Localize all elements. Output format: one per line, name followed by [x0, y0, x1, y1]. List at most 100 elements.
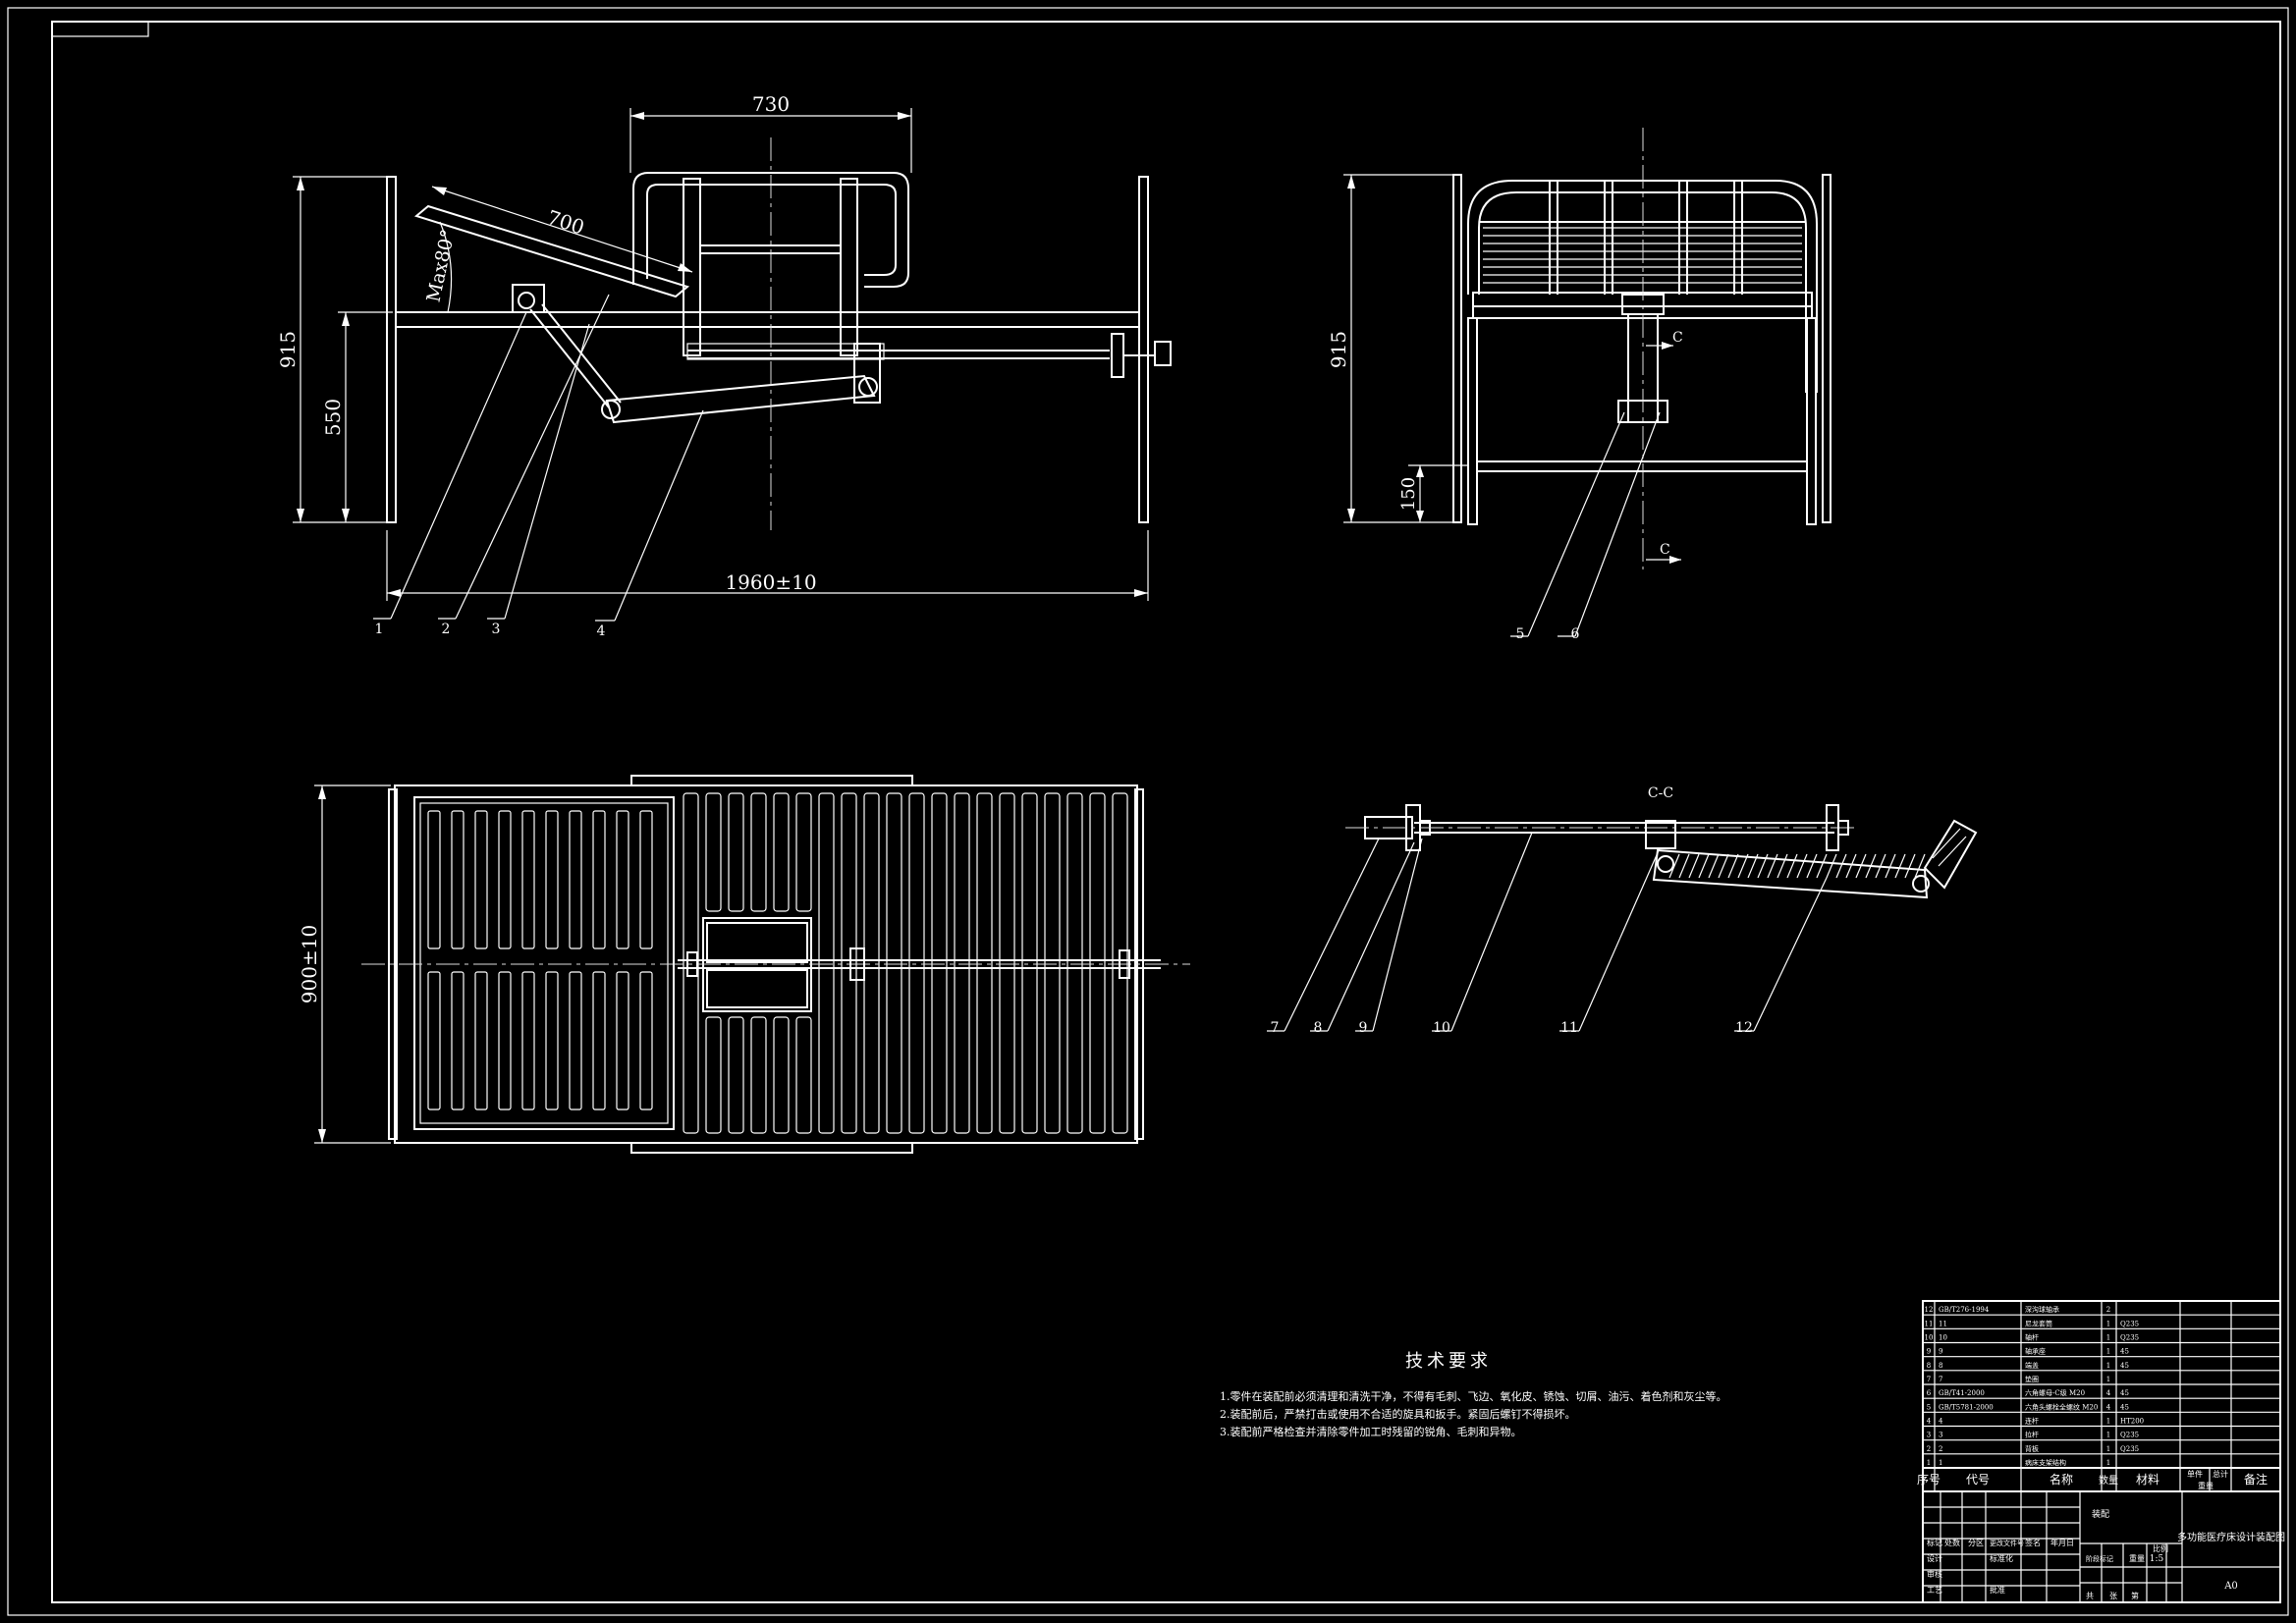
tb-label: 装配: [2092, 1508, 2109, 1520]
leader-sec-7: 7: [1271, 1020, 1280, 1036]
front-view: 730 700 Max80° 915 550 1960±10 1: [276, 92, 1172, 639]
bom-cell: Q235: [2120, 1445, 2139, 1453]
dim-width-top: 730: [752, 92, 790, 116]
bom-cell: GB/T276-1994: [1939, 1306, 1990, 1314]
bom-cell: 12: [1925, 1306, 1934, 1314]
bom-cell: Q235: [2120, 1432, 2139, 1439]
section-title: C-C: [1648, 785, 1673, 801]
tech-title: 技术要求: [1405, 1351, 1492, 1372]
side-view: C C 915 150 5 6: [1327, 128, 1831, 642]
top-slots-left: [427, 810, 653, 1110]
bom-cell: GB/T5781-2000: [1939, 1403, 1994, 1411]
sheet-outer-border: [7, 7, 2289, 1616]
bom-cell: 六角螺母-C级 M20: [2025, 1388, 2085, 1397]
tb-lbl-total: 共: [2086, 1592, 2094, 1600]
bom-cell: 1: [2106, 1459, 2110, 1467]
corner-stamp-box: [51, 21, 149, 37]
bom-h-unit: 单件: [2187, 1469, 2203, 1479]
bom-cell: 45: [2120, 1389, 2129, 1397]
tb-drawing-title: 多功能医疗床设计装配图: [2177, 1531, 2285, 1543]
leader-sec-11: 11: [1560, 1020, 1578, 1036]
leader-sec-9: 9: [1359, 1020, 1368, 1036]
bom-cell: 4: [2106, 1403, 2111, 1411]
top-dim-width: 900±10: [298, 925, 321, 1003]
bom-cell: 11: [1925, 1320, 1934, 1327]
tb-sheet: A0: [2223, 1581, 2238, 1592]
bom-h-qty: 数量: [2099, 1474, 2118, 1487]
tb-lbl-count: 处数: [1944, 1538, 1960, 1547]
bom-cell: 45: [2120, 1362, 2129, 1370]
bom-cell: 9: [1939, 1348, 1942, 1356]
bom-cell: 1: [2106, 1362, 2110, 1370]
bom-cell: Q235: [2120, 1320, 2139, 1327]
bom-cell: 1: [2106, 1445, 2110, 1453]
bom-cell: 2: [1927, 1445, 1931, 1453]
leader-sec-8: 8: [1314, 1020, 1323, 1036]
bom-h-no: 序号: [1917, 1472, 1941, 1487]
leader-sec-10: 10: [1433, 1020, 1450, 1036]
leader-side-5: 5: [1516, 626, 1525, 642]
tb-lbl-approve: 批准: [1990, 1585, 2005, 1595]
leader-front-4: 4: [597, 623, 606, 639]
bom-cell: 六角头螺栓全螺纹 M20: [2025, 1402, 2098, 1411]
bom-h-material: 材料: [2136, 1473, 2159, 1487]
bom-cell: 3: [1939, 1432, 1942, 1439]
top-view: 900±10: [298, 775, 1190, 1154]
bom-cell: 5: [1927, 1403, 1931, 1411]
bom-cell: 深沟球轴承: [2025, 1305, 2059, 1314]
bom-cell: HT200: [2120, 1418, 2144, 1426]
bom-cell: 8: [1939, 1362, 1942, 1370]
tb-scale: 1:5: [2150, 1554, 2164, 1564]
bom-cell: 4: [1927, 1418, 1932, 1426]
bom-cell: 3: [1927, 1432, 1931, 1439]
bom-cell: 1: [1939, 1459, 1942, 1467]
bom-cell: 9: [1927, 1348, 1931, 1356]
bom-h-remark: 备注: [2244, 1472, 2268, 1487]
tb-lbl-zone: 分区: [1968, 1539, 1984, 1547]
bom-h-name: 名称: [2050, 1472, 2073, 1487]
tb-lbl-scale: 比例: [2153, 1543, 2168, 1553]
tb-lbl-design: 设计: [1927, 1553, 1942, 1563]
bom-cell: 10: [1939, 1334, 1947, 1342]
sheet-inner-border: [51, 21, 2281, 1603]
bom-cell: 病床支架结构: [2025, 1458, 2066, 1467]
tb-lbl-change: 更改文件号: [1990, 1539, 2024, 1547]
bom-cell: 1: [1927, 1459, 1931, 1467]
title-block: 装配 多功能医疗床设计装配图 1:5 A0 标记 处数 分区 更改文件号 签名 …: [1922, 1490, 2285, 1603]
leader-front-1: 1: [375, 622, 384, 637]
bom-cell: 背板: [2025, 1444, 2039, 1453]
bom-cell: 轴杆: [2025, 1333, 2039, 1342]
side-dim-height: 915: [1327, 331, 1350, 368]
leader-side-6: 6: [1571, 626, 1580, 642]
tb-lbl-std: 标准化: [1990, 1553, 2013, 1563]
bom-cell: 垫圈: [2025, 1375, 2039, 1383]
bom-cell: 1: [2106, 1348, 2110, 1356]
bom-cell: 11: [1939, 1320, 1947, 1327]
bom-h-total: 总计: [2213, 1469, 2228, 1479]
bom-cell: 7: [1927, 1376, 1931, 1383]
bom-cell: 1: [2106, 1432, 2110, 1439]
dim-total-length: 1960±10: [725, 570, 816, 594]
tb-lbl-no: 第: [2131, 1591, 2139, 1600]
section-mark-top: C: [1672, 330, 1683, 346]
tb-lbl-stage: 阶段标记: [2086, 1554, 2113, 1563]
tb-lbl-date: 年月日: [2050, 1538, 2074, 1547]
bom-cell: 7: [1939, 1376, 1942, 1383]
bom-cell: 连杆: [2025, 1417, 2039, 1426]
tb-lbl-process: 工艺: [1927, 1586, 1942, 1595]
tb-lbl-sheets: 张: [2109, 1592, 2117, 1600]
tb-lbl-mark: 标记: [1927, 1538, 1942, 1547]
tb-lbl-weight: 重量: [2129, 1553, 2145, 1563]
bom-cell: 4: [2106, 1389, 2111, 1397]
bom-cell: 2: [2106, 1306, 2110, 1314]
bom-cell: 4: [1939, 1418, 1943, 1426]
technical-requirements: 技术要求 1.零件在装配前必须清理和清洗干净，不得有毛刺、飞边、氧化皮、锈蚀、切…: [1220, 1351, 1727, 1438]
tech-line-1: 1.零件在装配前必须清理和清洗干净，不得有毛刺、飞边、氧化皮、锈蚀、切屑、油污、…: [1220, 1389, 1727, 1403]
dim-height: 915: [276, 331, 300, 368]
bom-h-weight: 重量: [2198, 1481, 2214, 1490]
top-slats-right: [683, 792, 1128, 1134]
tb-lbl-review: 审核: [1927, 1569, 1942, 1579]
bom-cell: 拉杆: [2025, 1431, 2039, 1439]
